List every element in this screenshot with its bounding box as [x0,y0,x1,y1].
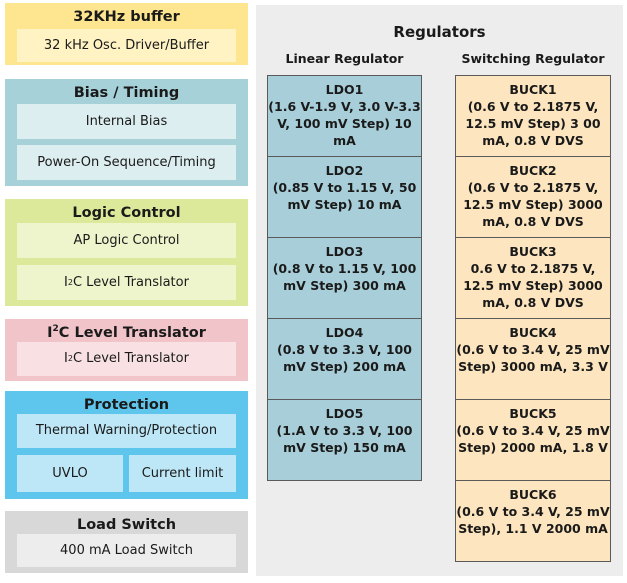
switching-regulator-title: Switching Regulator [461,51,605,66]
buck4-box: BUCK4 (0.6 V to 3.4 V, 25 mV Step) 3000 … [455,318,611,400]
block-load-switch: Load Switch 400 mA Load Switch [5,511,248,573]
block-title: Protection [83,397,170,413]
buck-name: BUCK4 [509,325,557,340]
text: I [64,274,68,290]
ldo-spec: (0.8 V to 3.3 V, 100 mV Step) 200 mA [277,342,412,374]
buck-name: BUCK5 [509,406,557,421]
ldo1-box: LDO1 (1.6 V-1.9 V, 3.0 V-3.3 V, 100 mV S… [267,75,422,157]
uvlo-box: UVLO [17,455,123,492]
buck-name: BUCK1 [509,82,557,97]
buck2-box: BUCK2 (0.6 V to 2.1875 V, 12.5 mV Step) … [455,156,611,238]
regulators-title: Regulators [393,23,486,41]
block-title: I2C Level Translator [5,324,248,342]
ldo-spec: (0.8 V to 1.15 V, 100 mV Step) 300 mA [272,261,417,293]
block-title: 32KHz buffer [73,9,180,25]
thermal-warning-box: Thermal Warning/Protection [17,414,236,448]
text: I [64,351,68,366]
ldo-name: LDO4 [325,325,364,340]
text: C Level Translator [72,351,189,366]
block-protection: Protection Thermal Warning/Protection UV… [5,391,248,499]
buck1-box: BUCK1 (0.6 V to 2.1875 V, 12.5 mV Step) … [455,75,611,157]
ldo-name: LDO5 [325,406,364,421]
buck6-box: BUCK6 (0.6 V to 3.4 V, 25 mV Step), 1.1 … [455,480,611,562]
block-32khz-buffer: 32KHz buffer 32 kHz Osc. Driver/Buffer [5,3,248,65]
buck-spec: (0.6 V to 3.4 V, 25 mV Step) 2000 mA, 1.… [456,423,610,455]
load-switch-box: 400 mA Load Switch [17,534,236,567]
block-title: Bias / Timing [73,85,180,101]
block-title: Logic Control [72,205,181,221]
text: I [47,325,53,341]
ldo4-box: LDO4 (0.8 V to 3.3 V, 100 mV Step) 200 m… [267,318,422,400]
ldo2-box: LDO2 (0.85 V to 1.15 V, 50 mV Step) 10 m… [267,156,422,238]
buck-name: BUCK6 [509,487,557,502]
ldo-spec: (1.6 V-1.9 V, 3.0 V-3.3 V, 100 mV Step) … [268,99,421,148]
regulators-panel: Regulators Linear Regulator Switching Re… [256,5,623,576]
ldo3-box: LDO3 (0.8 V to 1.15 V, 100 mV Step) 300 … [267,237,422,319]
buck-spec: (0.6 V to 2.1875 V, 12.5 mV Step) 3 00 m… [465,99,601,148]
ldo-name: LDO1 [325,82,364,97]
ldo-name: LDO2 [325,163,364,178]
text: C Level Translator [72,274,189,290]
osc-driver-box: 32 kHz Osc. Driver/Buffer [17,29,236,62]
buck-spec: (0.6 V to 3.4 V, 25 mV Step) 3000 mA, 3.… [456,342,610,374]
buck-spec: (0.6 V to 3.4 V, 25 mV Step), 1.1 V 2000… [456,504,610,536]
superscript: 2 [52,324,59,335]
buck-name: BUCK3 [509,244,557,259]
buck-spec: (0.6 V to 2.1875 V, 12.5 mV Step) 3000 m… [463,180,603,229]
ldo5-box: LDO5 (1.A V to 3.3 V, 100 mV Step) 150 m… [267,399,422,481]
buck-name: BUCK2 [509,163,557,178]
buck3-box: BUCK3 0.6 V to 2.1875 V, 12.5 mV Step) 3… [455,237,611,319]
ldo-spec: (1.A V to 3.3 V, 100 mV Step) 150 mA [276,423,413,455]
linear-regulator-title: Linear Regulator [285,51,404,66]
current-limit-box: Current limit [129,455,236,492]
ldo-spec: (0.85 V to 1.15 V, 50 mV Step) 10 mA [272,180,417,212]
ap-logic-control-box: AP Logic Control [17,223,236,258]
block-title: Load Switch [76,517,177,533]
text: C Level Translator [58,325,206,341]
internal-bias-box: Internal Bias [17,104,236,139]
buck5-box: BUCK5 (0.6 V to 3.4 V, 25 mV Step) 2000 … [455,399,611,481]
buck-spec: 0.6 V to 2.1875 V, 12.5 mV Step) 3000 mA… [463,261,603,310]
power-on-sequence-box: Power-On Sequence/Timing [17,145,236,180]
block-bias-timing: Bias / Timing Internal Bias Power-On Seq… [5,79,248,186]
ldo-name: LDO3 [325,244,364,259]
